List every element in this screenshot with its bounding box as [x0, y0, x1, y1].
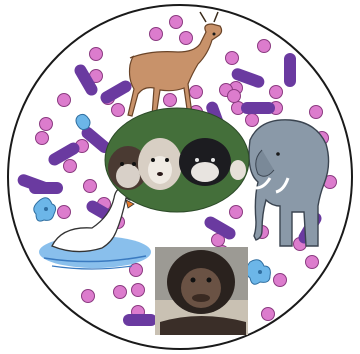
pink-dot — [230, 206, 243, 219]
pink-dot — [58, 94, 71, 107]
pink-dot — [132, 284, 145, 297]
pink-dot — [180, 32, 193, 45]
puppies-photo — [105, 108, 249, 212]
elephant-icon — [249, 120, 329, 246]
pink-dot — [90, 48, 103, 61]
pink-dot — [190, 86, 203, 99]
pink-dot — [306, 256, 319, 269]
pink-dot — [310, 106, 323, 119]
bacteria-rod-icon — [123, 314, 157, 326]
pink-dot — [170, 16, 183, 29]
bacteria-rod-icon — [241, 102, 275, 114]
pink-dot — [258, 40, 271, 53]
pink-dot — [40, 118, 53, 131]
pink-dot — [274, 274, 287, 287]
bacteria-rod-icon — [284, 53, 296, 87]
pink-dot — [246, 114, 259, 127]
pink-dot — [58, 206, 71, 219]
pink-dot — [226, 52, 239, 65]
pink-dot — [82, 290, 95, 303]
pink-dot — [64, 160, 77, 173]
pink-dot — [228, 90, 241, 103]
pink-dot — [36, 132, 49, 145]
pink-dot — [84, 180, 97, 193]
chimpanzee-photo — [155, 247, 248, 335]
pink-dot — [112, 104, 125, 117]
pink-dot — [270, 86, 283, 99]
pink-dot — [114, 286, 127, 299]
pink-dot — [262, 308, 275, 321]
pink-dot — [150, 28, 163, 41]
pink-dot — [130, 264, 143, 277]
pink-dot — [164, 94, 177, 107]
